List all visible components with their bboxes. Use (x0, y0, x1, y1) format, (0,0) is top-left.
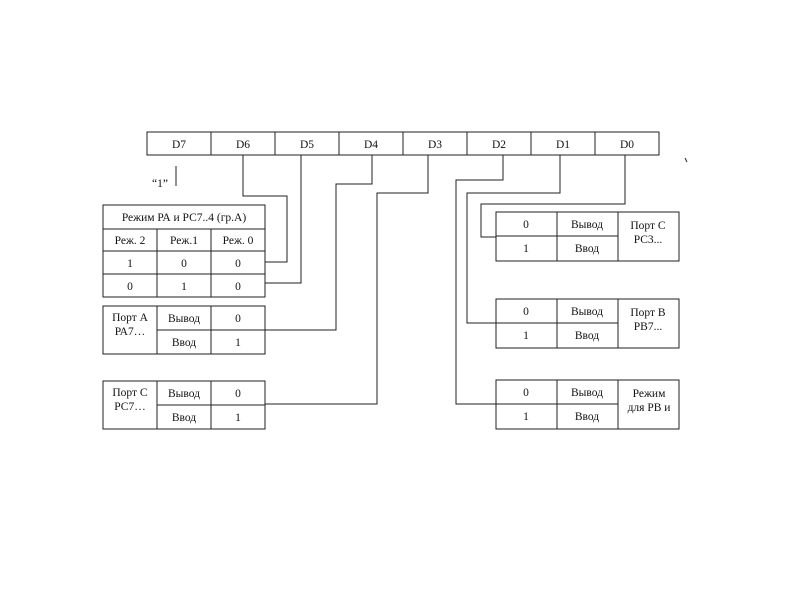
group-a-mode-table: Режим РА и РС7..4 (гр.А) Реж. 2 Реж.1 Ре… (102, 204, 266, 298)
header-mode-2: Реж. 2 (115, 235, 146, 247)
mode-b-label-1: Режим (633, 388, 666, 400)
port-a-in-label: Ввод (172, 337, 196, 349)
port-a-table: Порт А РА7… Вывод 0 Ввод 1 (102, 305, 266, 355)
port-b-label-2: РВ7... (634, 321, 663, 333)
mode-cell: 1 (181, 281, 187, 293)
connector-d1-to-port-b (466, 155, 561, 324)
connector-d0-to-port-c-lower (480, 155, 626, 238)
port-b-out-value: 0 (523, 306, 529, 318)
port-c-upper-in-value: 1 (235, 412, 241, 424)
port-c-lower-in-label: Ввод (575, 243, 599, 255)
port-a-out-label: Вывод (168, 313, 200, 325)
mode-cell: 0 (235, 258, 241, 270)
bit-d7: D7 (172, 139, 186, 151)
port-b-in-label: Ввод (575, 330, 599, 342)
group-a-title: Режим РА и РС7..4 (гр.А) (122, 212, 247, 224)
port-a-out-value: 0 (235, 313, 241, 325)
d7-value-label: “1” (152, 178, 168, 190)
connector-d3-to-port-c-upper (265, 155, 429, 405)
port-c-lower-out-label: Вывод (571, 219, 603, 231)
stray-mark (684, 157, 688, 163)
port-c-lower-in-value: 1 (523, 243, 529, 255)
control-word-register: D7 D6 D5 D4 D3 D2 D1 D0 (146, 131, 660, 156)
port-b-table: 0 Вывод 1 Ввод Порт В РВ7... (495, 298, 680, 349)
mode-b-out-value: 0 (523, 387, 529, 399)
bit-d4: D4 (364, 139, 378, 151)
port-b-out-label: Вывод (571, 306, 603, 318)
mode-cell: 0 (181, 258, 187, 270)
mode-b-out-label: Вывод (571, 387, 603, 399)
header-mode-0: Реж. 0 (223, 235, 254, 247)
port-a-label-2: РА7… (115, 326, 145, 338)
port-a-label-1: Порт А (112, 312, 149, 324)
mode-b-table: 0 Вывод 1 Ввод Режим для РВ и (495, 379, 680, 430)
bit-d6: D6 (236, 139, 250, 151)
port-a-in-value: 1 (235, 337, 241, 349)
mode-b-in-label: Ввод (575, 411, 599, 423)
port-c-lower-out-value: 0 (523, 219, 529, 231)
connector-d2-to-mode-b (455, 155, 504, 405)
port-c-lower-table: 0 Вывод 1 Ввод Порт С РС3... (495, 211, 680, 262)
mode-cell: 0 (127, 281, 133, 293)
bit-d2: D2 (492, 139, 506, 151)
port-b-label-1: Порт В (630, 307, 666, 319)
bit-d5: D5 (300, 139, 314, 151)
header-mode-1: Реж.1 (170, 235, 198, 247)
bit-d1: D1 (556, 139, 570, 151)
port-c-upper-label-1: Порт С (112, 387, 148, 399)
port-c-lower-label-2: РС3... (634, 234, 663, 246)
mode-b-label-2: для РВ и (628, 402, 671, 414)
bit-d0: D0 (620, 139, 634, 151)
connector-d5-to-mode-table (265, 155, 302, 284)
port-b-in-value: 1 (523, 330, 529, 342)
port-c-upper-label-2: РС7… (114, 401, 145, 413)
port-c-upper-table: Порт С РС7… Вывод 0 Ввод 1 (102, 380, 266, 430)
connector-d6-to-mode-table (242, 155, 288, 263)
mode-cell: 0 (235, 281, 241, 293)
mode-b-in-value: 1 (523, 411, 529, 423)
port-c-upper-in-label: Ввод (172, 412, 196, 424)
port-c-upper-out-value: 0 (235, 388, 241, 400)
mode-cell: 1 (127, 258, 133, 270)
port-c-upper-out-label: Вывод (168, 388, 200, 400)
connector-d4-to-port-a (265, 155, 373, 331)
bit-d3: D3 (428, 139, 442, 151)
port-c-lower-label-1: Порт С (630, 220, 666, 232)
